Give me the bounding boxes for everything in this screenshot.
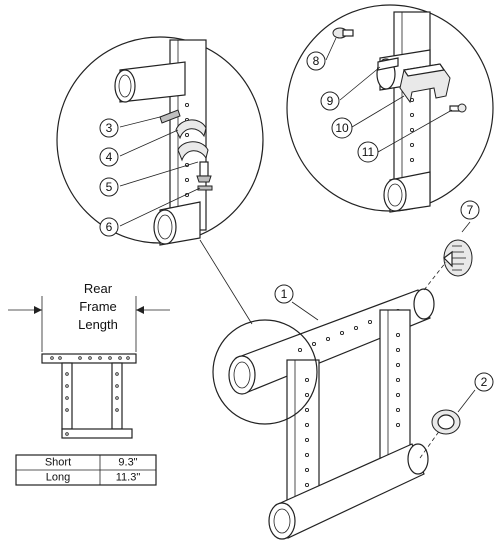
svg-text:8: 8 <box>313 54 320 68</box>
svg-text:11: 11 <box>362 145 375 159</box>
clamp-lower <box>177 141 209 162</box>
detail-view-clamp <box>286 4 494 213</box>
callout-11: 11 <box>357 141 379 163</box>
callout-1: 1 <box>274 284 294 304</box>
svg-text:9: 9 <box>327 94 334 108</box>
svg-text:10: 10 <box>335 121 349 135</box>
detail-view-hardware <box>56 36 264 246</box>
callouts: 1 2 3 4 5 6 7 8 9 10 11 <box>99 51 494 392</box>
callout-9: 9 <box>320 91 340 111</box>
main-frame <box>199 239 435 540</box>
nut-part <box>197 185 213 191</box>
callout-10: 10 <box>331 117 353 139</box>
svg-text:2: 2 <box>481 375 488 389</box>
dimension-illustration: Rear Frame Length <box>8 281 170 439</box>
pin-part <box>377 57 399 71</box>
clamp-upper <box>175 119 207 140</box>
dimension-title-line1: Rear <box>84 281 113 296</box>
frame-length-table: Short 9.3" Long 11.3" <box>15 454 157 486</box>
svg-text:3: 3 <box>106 121 113 135</box>
dimension-title-line3: Length <box>78 317 118 332</box>
svg-text:6: 6 <box>106 220 113 234</box>
clip-part <box>159 109 181 124</box>
right-upright-holes <box>395 332 401 428</box>
callout-3: 3 <box>99 118 119 138</box>
detail-marker-circle <box>212 319 318 425</box>
table-row-short-value: 9.3" <box>118 457 137 469</box>
detail-tube-end-bottom <box>153 209 177 245</box>
detail-connector <box>199 239 253 325</box>
callout-6: 6 <box>99 217 119 237</box>
table-row-short-label: Short <box>45 457 71 469</box>
left-upright <box>286 359 320 511</box>
bolt-part <box>199 161 209 177</box>
detail-tube-end-top <box>114 69 136 103</box>
svg-text:5: 5 <box>106 180 113 194</box>
mini-frame-bottom <box>61 428 133 439</box>
callout-2: 2 <box>474 372 494 392</box>
end-cap-part <box>423 221 473 291</box>
svg-text:4: 4 <box>106 150 113 164</box>
cap-plug-part <box>419 389 476 459</box>
callout-7: 7 <box>460 200 480 220</box>
svg-text:1: 1 <box>281 287 288 301</box>
detail-tube-right <box>393 11 431 201</box>
table-row-long-value: 11.3" <box>116 472 141 484</box>
callout-5: 5 <box>99 177 119 197</box>
callout-4: 4 <box>99 147 119 167</box>
callout-8: 8 <box>306 51 326 71</box>
detail-tube-right-holes <box>409 97 415 163</box>
mini-frame-holes <box>50 356 130 436</box>
svg-text:7: 7 <box>467 203 474 217</box>
left-upright-holes <box>304 377 310 488</box>
table-row-long-label: Long <box>46 472 70 484</box>
right-upright <box>379 309 411 461</box>
dimension-title-line2: Frame <box>79 299 117 314</box>
